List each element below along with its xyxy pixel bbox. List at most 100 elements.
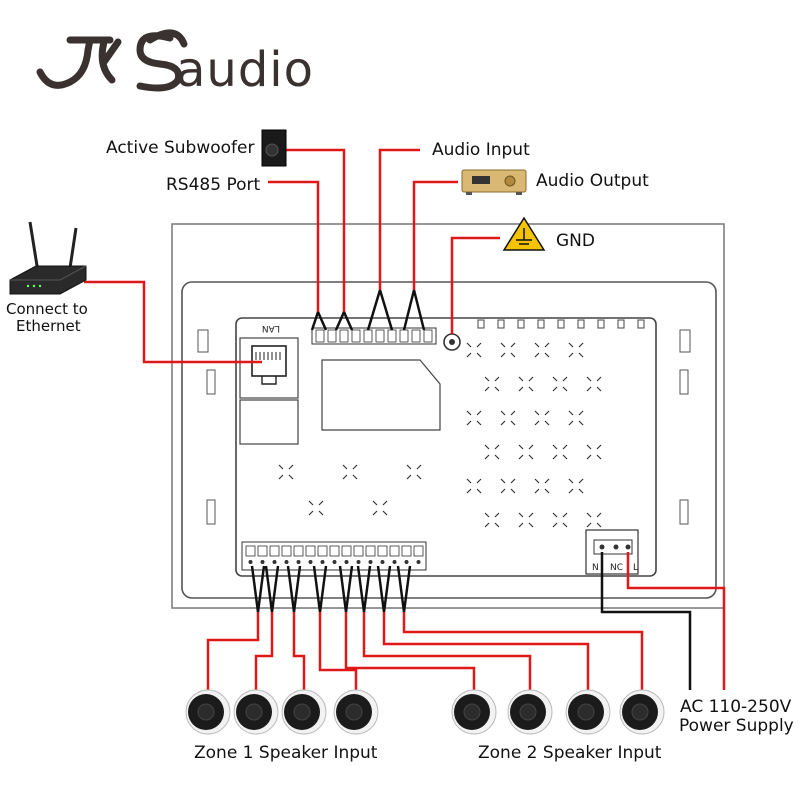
speaker-lead [376, 565, 392, 613]
speaker-terminal-slot [413, 545, 424, 557]
amplifier-icon [461, 169, 527, 195]
mount-mark [372, 500, 388, 516]
power-supply-line1: AC 110-250V [680, 697, 792, 717]
speaker-terminal-screw [272, 560, 277, 564]
zone2-speaker-input-label: Zone 2 Speaker Input [478, 743, 662, 763]
speaker-terminal-slot [401, 545, 412, 557]
mount-mark [308, 500, 324, 516]
connect-to-label: Connect to [6, 300, 88, 318]
power-nc-label: NC [610, 563, 623, 573]
top-terminal-slot [387, 329, 397, 343]
gnd-wire [450, 236, 500, 334]
speaker-terminal-screw [356, 560, 361, 564]
mount-mark [500, 478, 516, 494]
top-terminal-slot [375, 329, 385, 343]
speaker-wire [318, 612, 358, 690]
speaker-terminal-slot [317, 545, 328, 557]
speaker-terminal-screw [368, 560, 373, 564]
mounting-tabs [197, 329, 691, 525]
speaker-wire [292, 612, 306, 690]
speaker-terminal-screw [404, 560, 409, 564]
active-subwoofer-label: Active Subwoofer [106, 138, 254, 158]
speaker-terminal-slot [305, 545, 316, 557]
audio-input-label: Audio Input [432, 140, 530, 160]
speaker-wire [254, 612, 274, 690]
mount-mark [534, 410, 550, 426]
mount-mark [552, 444, 568, 460]
ceiling-speaker-icon [185, 689, 231, 735]
speaker-wire [206, 612, 260, 690]
gnd-label: GND [556, 231, 595, 251]
speaker-lead [286, 565, 302, 613]
audio-output-label: Audio Output [536, 171, 649, 191]
lan-port: LAN [239, 323, 299, 445]
ethernet-wire [84, 280, 262, 364]
top-wires [84, 148, 500, 364]
mount-mark [568, 342, 584, 358]
speaker-terminal-screw [416, 560, 421, 564]
speaker-terminal-screw [320, 560, 325, 564]
power-terminal: N NC L [585, 529, 639, 575]
mount-mark [406, 464, 422, 480]
ethernet-label: Ethernet [16, 317, 81, 335]
ceiling-speaker-icon [451, 689, 497, 735]
speaker-terminal-slot [365, 545, 376, 557]
ceiling-speaker-icon [233, 689, 279, 735]
top-terminal-slot [363, 329, 373, 343]
speaker-lead [356, 565, 372, 613]
top-terminal-slot [411, 329, 421, 343]
subwoofer-icon [261, 129, 287, 167]
rs485-wire [268, 180, 320, 312]
speaker-terminal-screw [284, 560, 289, 564]
speaker-terminal-slot [329, 545, 340, 557]
speaker-lead [338, 565, 354, 613]
speaker-terminal-slot [281, 545, 292, 557]
mount-mark [586, 512, 602, 528]
top-terminal-slot [315, 329, 325, 343]
lan-label: LAN [262, 323, 280, 333]
speaker-terminal-slot [377, 545, 388, 557]
top-terminal-slot [351, 329, 361, 343]
logo-swoosh [36, 29, 188, 92]
power-supply-line2: Power Supply [679, 716, 794, 736]
speaker-terminal-screw [248, 560, 253, 564]
speaker-terminal-screw [308, 560, 313, 564]
speaker-wires [206, 565, 644, 690]
speaker-row [185, 689, 665, 735]
mount-mark [518, 512, 534, 528]
speaker-terminal-screw [296, 560, 301, 564]
speaker-terminal-slot [269, 545, 280, 557]
rs485-port-label: RS485 Port [166, 175, 260, 195]
speaker-terminal-block [241, 541, 427, 571]
speaker-wire [402, 612, 644, 690]
top-terminal-slot [423, 329, 433, 343]
router-icon [9, 221, 87, 295]
power-l-label: L [633, 563, 638, 573]
mount-mark [586, 376, 602, 392]
mount-mark [518, 444, 534, 460]
mount-mark [534, 342, 550, 358]
speaker-lead [312, 565, 328, 613]
top-terminal-slot [327, 329, 337, 343]
subwoofer-wire [284, 148, 346, 312]
mount-mark [466, 478, 482, 494]
ground-warning-icon [502, 216, 546, 251]
power-live-wire [626, 552, 726, 690]
board-edge-teeth [477, 319, 645, 329]
ceiling-speaker-icon [333, 689, 379, 735]
power-n-label: N [592, 563, 599, 573]
speaker-terminal-slot [257, 545, 268, 557]
mount-mark [586, 444, 602, 460]
mount-mark [484, 512, 500, 528]
chip-outline [321, 359, 441, 431]
mount-mark [484, 444, 500, 460]
top-terminal-slot [339, 329, 349, 343]
ceiling-speaker-icon [565, 689, 611, 735]
mount-mark [568, 478, 584, 494]
mount-mark [568, 410, 584, 426]
speaker-wire [362, 612, 532, 690]
speaker-terminal-slot [341, 545, 352, 557]
mount-mark [466, 342, 482, 358]
speaker-lead [396, 565, 412, 613]
